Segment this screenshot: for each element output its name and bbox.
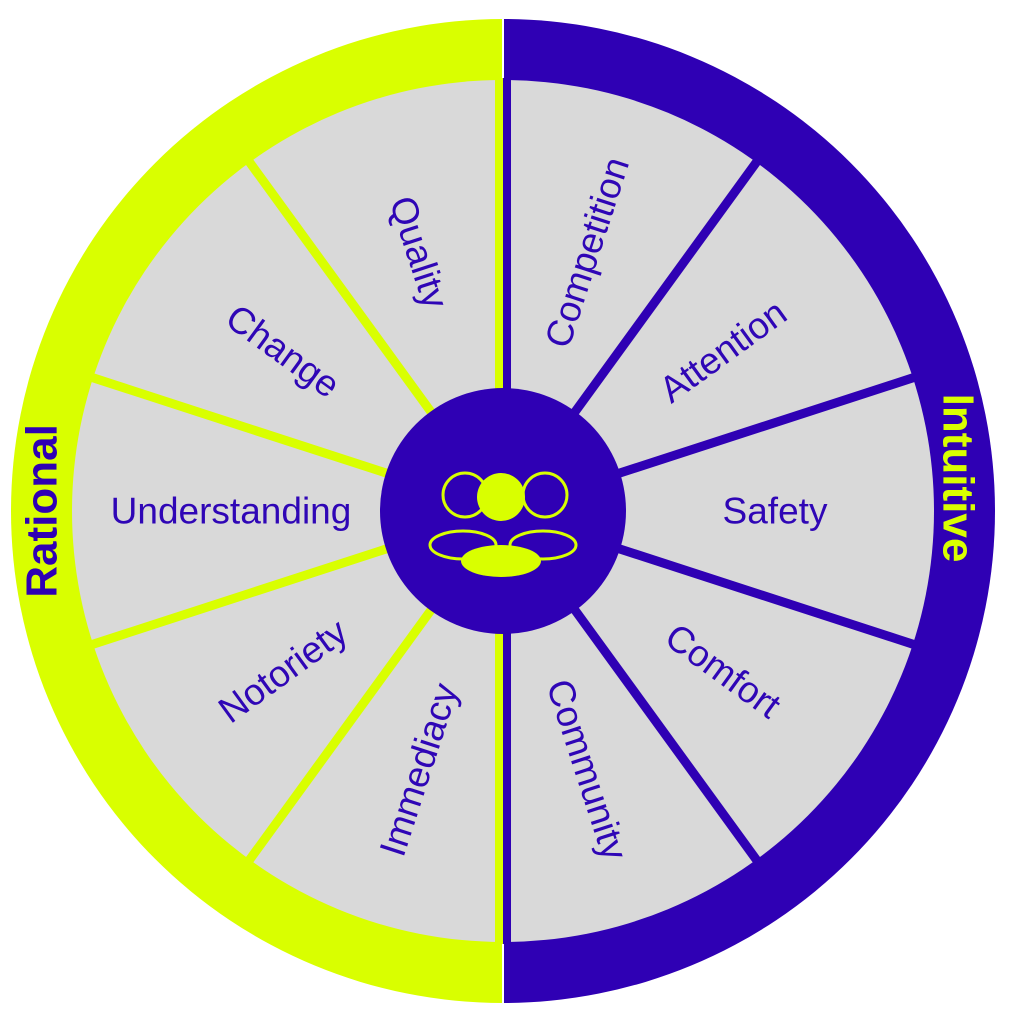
intuitive-label: Intuitive xyxy=(934,394,983,563)
segment-label-understanding: Understanding xyxy=(111,491,352,532)
group-of-people-icon xyxy=(428,471,578,577)
rational-label: Rational xyxy=(18,424,67,598)
segment-label-safety: Safety xyxy=(723,491,828,532)
center-hub xyxy=(380,388,626,634)
